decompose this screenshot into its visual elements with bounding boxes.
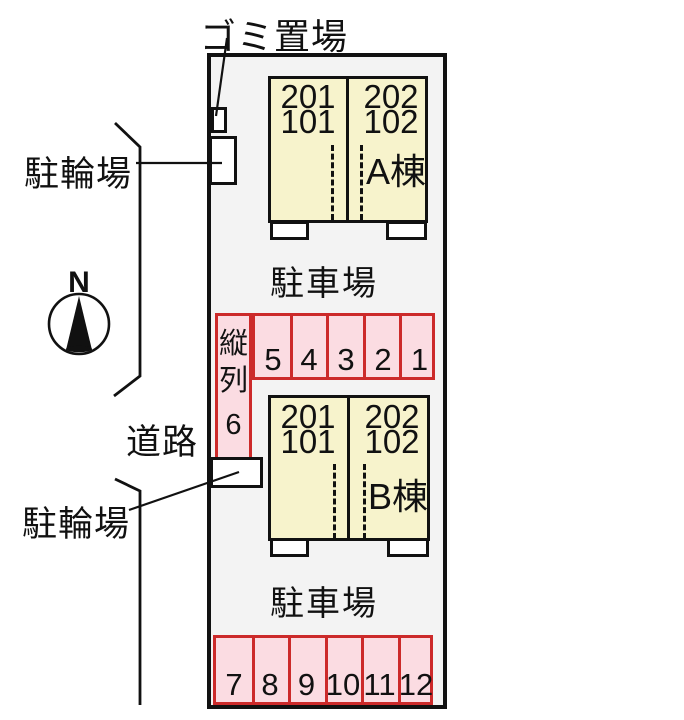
parking-divider: [398, 638, 401, 702]
unit-number: 202: [363, 78, 419, 115]
building-b-porch-right: [387, 538, 429, 557]
tandem-number: 6: [225, 409, 242, 441]
parking-space-7: 7: [225, 667, 243, 702]
building-a-right-unit-numbers: 202 102: [353, 78, 429, 140]
building-a-dashed-wall-left: [331, 145, 334, 220]
building-b-left-unit-numbers: 201 101: [270, 398, 346, 460]
tandem-label-char: 縦: [218, 328, 248, 360]
parking-space-2: 2: [374, 342, 392, 377]
unit-number: 101: [280, 103, 336, 140]
parking-row-middle: 5 4 3 2 1: [252, 313, 435, 380]
unit-number: 201: [280, 398, 336, 435]
parking-lot-label-lower: 駐車場: [270, 585, 378, 623]
unit-number: 201: [280, 78, 336, 115]
parking-divider: [361, 638, 364, 702]
compass-icon: [47, 292, 111, 356]
building-a-center-wall: [346, 78, 349, 221]
unit-number: 102: [364, 423, 420, 460]
building-a-name: A棟: [365, 151, 426, 192]
parking-space-tandem-6: 縦 列 6: [215, 313, 252, 460]
building-b-right-unit-numbers: 202 102: [354, 398, 430, 460]
parking-divider: [325, 638, 328, 702]
garbage-area-label: ゴミ置場: [200, 16, 349, 57]
parking-space-4: 4: [300, 342, 318, 377]
parking-space-1: 1: [410, 342, 429, 377]
parking-space-5: 5: [264, 342, 282, 377]
parking-space-10: 10: [325, 667, 361, 702]
parking-divider: [252, 638, 255, 702]
bicycle-parking-label-upper: 駐輪場: [24, 155, 133, 194]
tandem-label-char: 列: [218, 365, 248, 397]
unit-number: 101: [280, 423, 336, 460]
building-b-center-wall: [347, 397, 350, 539]
building-a-left-unit-numbers: 201 101: [270, 78, 346, 140]
parking-divider: [399, 316, 402, 377]
road-label: 道路: [126, 423, 199, 462]
parking-divider: [363, 316, 366, 377]
parking-divider: [288, 638, 291, 702]
parking-space-12: 12: [398, 667, 434, 702]
parking-space-9: 9: [297, 667, 316, 702]
parking-space-3: 3: [337, 342, 355, 377]
unit-number: 102: [363, 103, 419, 140]
building-a-porch-left: [270, 221, 309, 240]
building-b-dashed-wall-right: [363, 464, 366, 539]
unit-number: 202: [364, 398, 420, 435]
parking-row-bottom: 7 8 9 10 11 12: [213, 635, 433, 705]
parking-lot-label-upper: 駐車場: [270, 265, 378, 303]
building-b-porch-left: [270, 538, 309, 557]
building-a-dashed-wall-right: [360, 145, 363, 220]
bicycle-parking-box-lower: [210, 457, 263, 488]
bicycle-parking-label-lower: 駐輪場: [22, 505, 131, 544]
bicycle-parking-box-upper: [209, 136, 237, 185]
building-b-dashed-wall-left: [333, 464, 336, 539]
parking-divider: [290, 316, 293, 377]
parking-space-8: 8: [261, 667, 279, 702]
compass-north-label: N: [68, 266, 90, 299]
parking-space-11: 11: [363, 667, 396, 702]
parking-divider: [326, 316, 329, 377]
building-a-porch-right: [386, 221, 427, 240]
building-b-name: B棟: [367, 476, 428, 517]
garbage-area-box: [211, 107, 227, 133]
